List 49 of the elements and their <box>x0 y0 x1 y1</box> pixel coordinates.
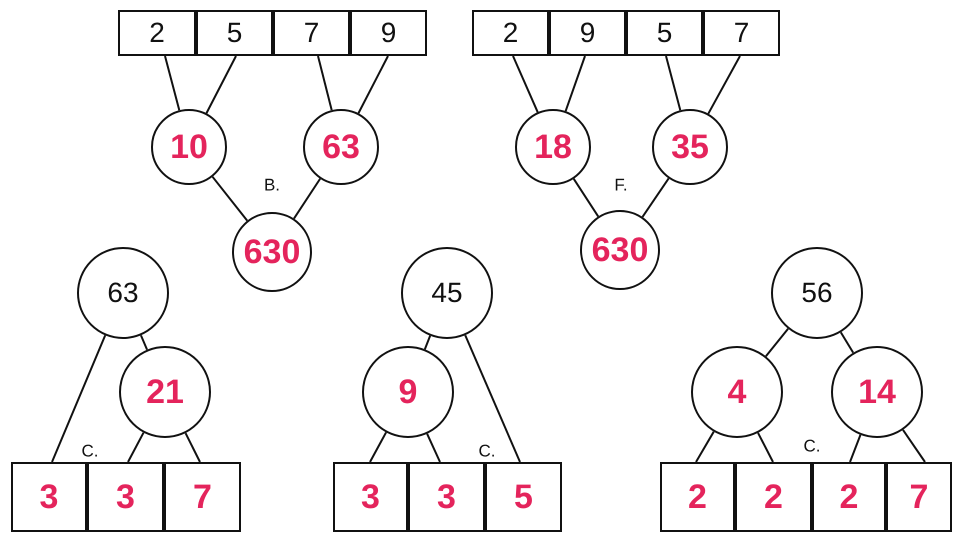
connector-line <box>317 56 333 110</box>
number-cell: 5 <box>626 10 703 56</box>
connector-line <box>902 429 926 463</box>
number-cell: 5 <box>196 10 273 56</box>
connector-line <box>665 56 682 110</box>
connector-line <box>464 334 521 462</box>
point-label: C. <box>804 438 820 454</box>
number-cell: 9 <box>350 10 427 56</box>
number-cell: 5 <box>485 462 562 532</box>
number-cell: 2 <box>472 10 549 56</box>
connector-line <box>765 328 789 357</box>
connector-line <box>757 432 774 462</box>
connector-line <box>140 334 148 350</box>
number-cell: 2 <box>812 462 886 532</box>
number-cell: 7 <box>886 462 952 532</box>
number-cell: 3 <box>11 462 87 532</box>
connector-line <box>707 56 741 114</box>
number-cell: 7 <box>273 10 350 56</box>
connector-line <box>127 432 144 462</box>
connector-line <box>369 432 387 462</box>
connector-line <box>849 434 862 462</box>
number-cell: 7 <box>164 462 241 532</box>
connector-line <box>184 432 201 462</box>
connector-line <box>212 176 248 222</box>
number-cell: 2 <box>118 10 196 56</box>
connector-line <box>164 56 180 110</box>
connector-line <box>695 431 715 462</box>
point-label: B. <box>264 176 280 194</box>
connector-line <box>512 56 539 113</box>
number-cell: 3 <box>408 462 485 532</box>
point-label: C. <box>478 442 496 460</box>
connector-line <box>564 56 586 112</box>
number-cell: 2 <box>735 462 812 532</box>
point-label: C. <box>82 442 98 460</box>
number-cell: 7 <box>703 10 780 56</box>
connector-line <box>424 335 432 350</box>
connector-line <box>206 56 237 114</box>
connector-line <box>51 335 106 462</box>
connector-line <box>840 332 854 354</box>
number-cell: 9 <box>549 10 626 56</box>
connector-line <box>358 56 389 114</box>
connector-line <box>293 178 321 220</box>
connector-line <box>426 433 441 462</box>
number-cell: 3 <box>87 462 164 532</box>
number-cell: 2 <box>660 462 735 532</box>
number-cell: 3 <box>333 462 408 532</box>
point-label: F. <box>614 176 628 194</box>
connector-line <box>572 178 600 218</box>
connector-line <box>642 178 670 218</box>
